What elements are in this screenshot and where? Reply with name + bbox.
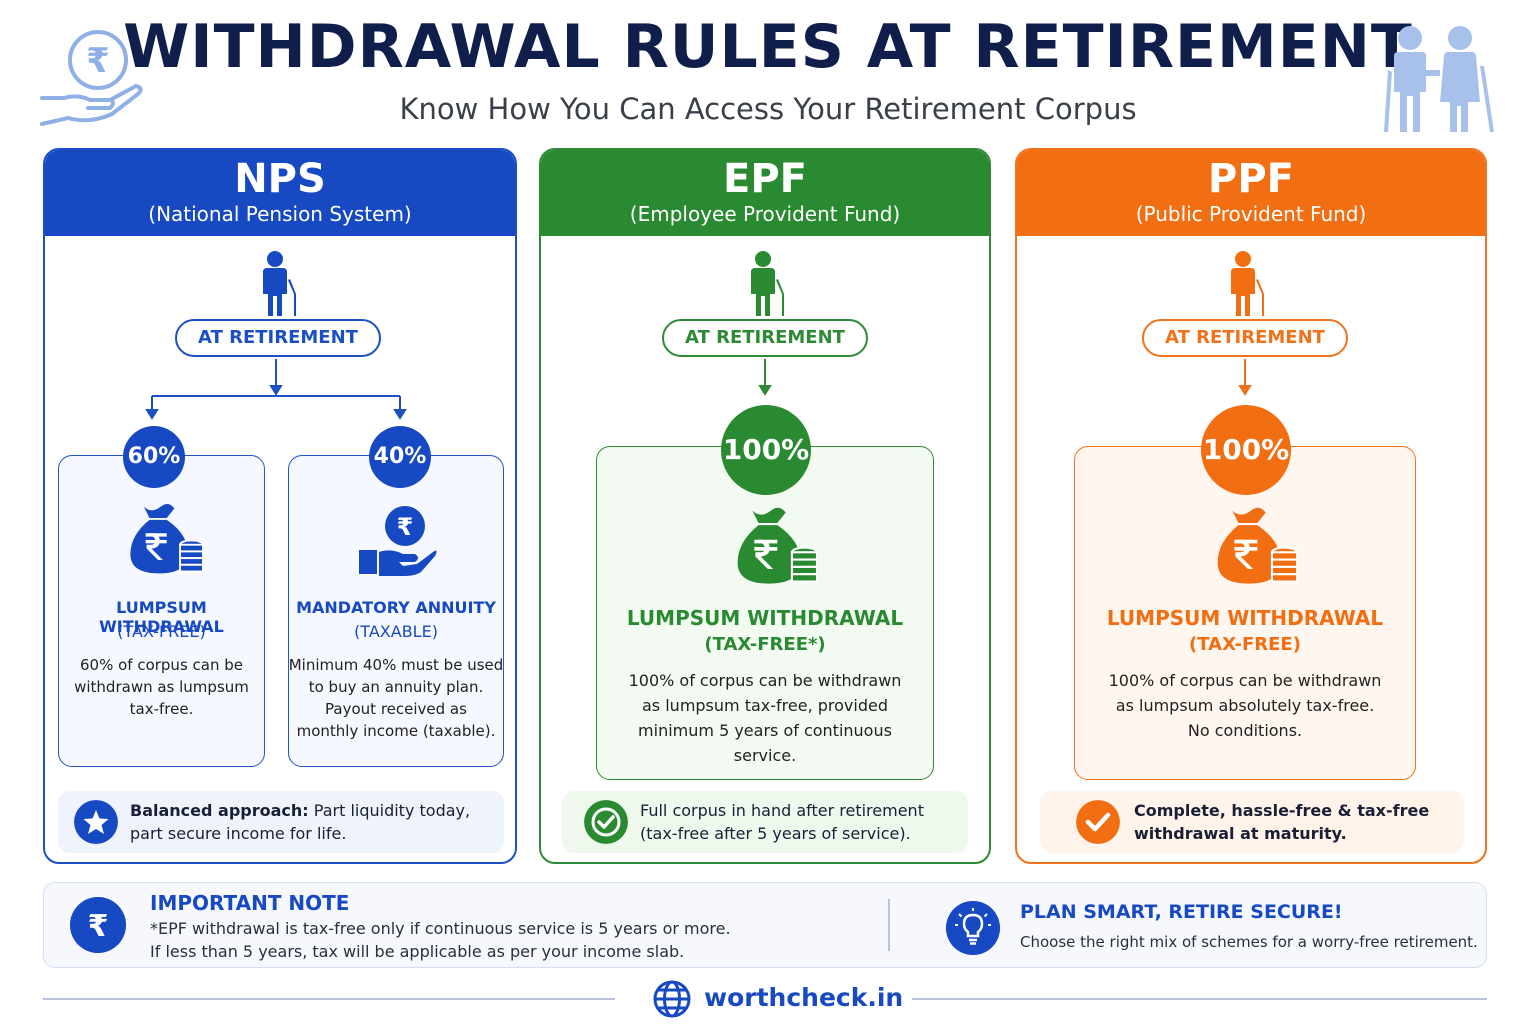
retiree-icon	[743, 250, 787, 318]
note-divider	[888, 899, 890, 951]
epf-header: EPF (Employee Provident Fund)	[541, 150, 989, 236]
ppf-footer-box: Complete, hassle-free & tax-free withdra…	[1040, 791, 1464, 853]
money-bag-icon	[723, 504, 817, 588]
ppf-title: PPF	[1208, 156, 1294, 202]
nps-lumpsum-tax: (TAX-FREE)	[117, 622, 206, 641]
star-icon	[74, 800, 118, 844]
globe-icon	[653, 980, 691, 1018]
nps-header: NPS (National Pension System)	[45, 150, 515, 236]
note-title: IMPORTANT NOTE	[150, 891, 350, 915]
nps-full-name: (National Pension System)	[148, 202, 412, 226]
rupee-hand-icon: ₹	[359, 506, 437, 576]
epf-footer-box: Full corpus in hand after retirement (ta…	[562, 791, 968, 853]
nps-lumpsum-title: LUMPSUM WITHDRAWAL	[99, 598, 224, 636]
header: ₹ WITHDRAWAL RULES AT RETIREMENT Know Ho…	[0, 0, 1536, 140]
epf-lumpsum-title: LUMPSUM WITHDRAWAL	[626, 606, 904, 630]
lightbulb-icon	[946, 901, 1000, 955]
brand-link[interactable]: worthcheck.in	[704, 983, 904, 1012]
footer-divider-left	[43, 998, 615, 1000]
elderly-couple-icon	[1384, 26, 1494, 132]
ppf-lumpsum-desc: 100% of corpus can be withdrawn as lumps…	[1108, 671, 1382, 740]
epf-full-name: (Employee Provident Fund)	[629, 202, 901, 226]
check-circle-icon	[584, 800, 628, 844]
nps-annuity-tax: (TAXABLE)	[354, 622, 438, 641]
retiree-icon	[255, 250, 299, 318]
epf-lumpsum-box	[596, 446, 934, 780]
ppf-header: PPF (Public Provident Fund)	[1017, 150, 1485, 236]
nps-annuity-percent-badge: 40%	[369, 426, 431, 488]
ppf-footer-text: Complete, hassle-free & tax-free withdra…	[1134, 801, 1430, 843]
retiree-icon	[1223, 250, 1267, 318]
note-line-2: If less than 5 years, tax will be applic…	[150, 942, 685, 961]
ppf-percent-badge: 100%	[1201, 405, 1291, 495]
nps-footer-text: Balanced approach: Part liquidity today,…	[130, 801, 471, 843]
nps-lumpsum-desc: 60% of corpus can be withdrawn as lumpsu…	[74, 656, 249, 718]
plan-title: PLAN SMART, RETIRE SECURE!	[1020, 901, 1343, 923]
nps-footer-box: Balanced approach: Part liquidity today,…	[58, 791, 504, 853]
rupee-icon: ₹	[70, 897, 126, 953]
important-note: ₹ IMPORTANT NOTE *EPF withdrawal is tax-…	[43, 882, 1487, 968]
epf-title: EPF	[723, 156, 807, 202]
ppf-stage-pill: AT RETIREMENT	[1142, 319, 1348, 357]
footer-divider-right	[912, 998, 1487, 1000]
nps-annuity-title: MANDATORY ANNUITY	[296, 598, 496, 617]
nps-annuity-desc: Minimum 40% must be used to buy an annui…	[288, 656, 504, 740]
nps-title: NPS	[234, 156, 326, 202]
epf-stage-pill: AT RETIREMENT	[662, 319, 868, 357]
ppf-lumpsum-box	[1074, 446, 1416, 780]
ppf-lumpsum-tax: (TAX-FREE)	[1189, 634, 1301, 655]
nps-card: NPS (National Pension System) AT RETIREM…	[43, 148, 517, 864]
ppf-lumpsum-title: LUMPSUM WITHDRAWAL	[1106, 606, 1384, 630]
note-line-1: *EPF withdrawal is tax-free only if cont…	[150, 919, 731, 938]
epf-percent-badge: 100%	[721, 405, 811, 495]
ppf-full-name: (Public Provident Fund)	[1135, 202, 1367, 226]
money-bag-icon	[117, 500, 203, 578]
page-title: WITHDRAWAL RULES AT RETIREMENT	[123, 12, 1413, 82]
nps-lumpsum-percent-badge: 60%	[123, 426, 185, 488]
epf-card: EPF (Employee Provident Fund) AT RETIREM…	[539, 148, 991, 864]
svg-text:₹: ₹	[88, 909, 109, 944]
nps-stage-pill: AT RETIREMENT	[175, 319, 381, 357]
epf-lumpsum-tax: (TAX-FREE*)	[704, 634, 826, 655]
check-icon	[1076, 800, 1120, 844]
svg-text:₹: ₹	[86, 41, 110, 81]
page-subtitle: Know How You Can Access Your Retirement …	[399, 92, 1137, 126]
epf-footer-text: Full corpus in hand after retirement (ta…	[640, 801, 924, 843]
epf-lumpsum-desc: 100% of corpus can be withdrawn as lumps…	[628, 671, 902, 765]
nps-annuity-box	[288, 455, 504, 767]
money-bag-icon	[1203, 504, 1297, 588]
svg-text:₹: ₹	[397, 513, 414, 541]
rupee-hand-icon: ₹	[40, 30, 143, 126]
ppf-card: PPF (Public Provident Fund) AT RETIREMEN…	[1015, 148, 1487, 864]
plan-text: Choose the right mix of schemes for a wo…	[1020, 933, 1478, 951]
